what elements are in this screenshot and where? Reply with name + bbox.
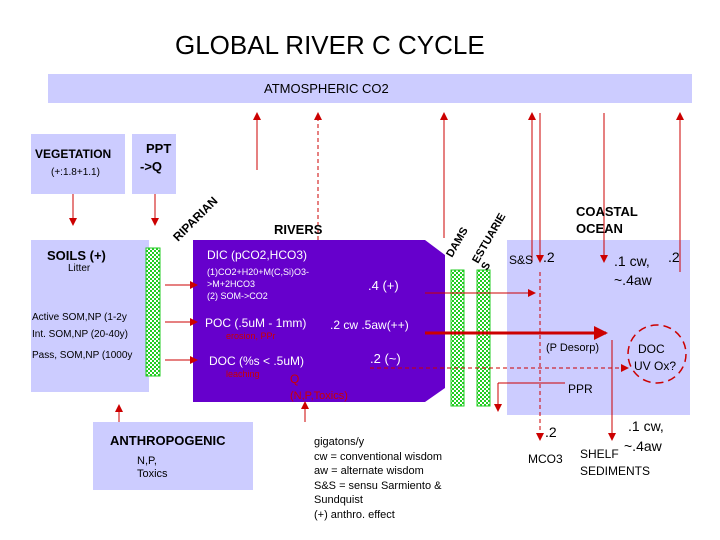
ppt-label: PPT <box>146 141 172 156</box>
q-sub-label: (N,P,Toxics) <box>290 390 348 402</box>
estuaries-filter <box>476 269 491 407</box>
p-desorp-label: (P Desorp) <box>546 342 599 354</box>
anthropogenic-label: ANTHROPOGENIC <box>110 433 226 448</box>
ppt-box <box>132 134 176 194</box>
riparian-label: RIPARIAN <box>170 194 220 244</box>
page-title: GLOBAL RIVER C CYCLE <box>175 30 485 60</box>
riparian-filter <box>145 247 161 377</box>
ss-label: S&S <box>509 253 534 267</box>
legend-line-0: gigatons/y <box>314 436 365 448</box>
river-body <box>193 240 445 402</box>
shelf-aw-value: ~.4aw <box>624 438 662 454</box>
ppr-label: PPR <box>568 382 593 396</box>
legend-line-4: Sundquist <box>314 494 363 506</box>
soils-intermediate: Int. SOM,NP (20-40y) <box>32 329 128 340</box>
soils-label: SOILS (+) <box>47 248 106 263</box>
sediments-label: SEDIMENTS <box>580 464 651 478</box>
leaching-label: leaching <box>226 369 260 379</box>
mco3-value: .2 <box>545 424 557 440</box>
erosion-label: erosion, PPr <box>226 331 276 341</box>
dams-filter <box>450 269 465 407</box>
anthropogenic-toxics: Toxics <box>137 468 168 480</box>
anthropogenic-np: N,P, <box>137 455 157 467</box>
dic-label: DIC (pCO2,HCO3) <box>207 248 308 262</box>
estuaries-label-1: ESTUARIE <box>470 211 508 265</box>
ocean-right-value: .2 <box>668 249 680 265</box>
reaction-2: (2) SOM->CO2 <box>207 291 268 301</box>
poc-flux: .2 cw .5aw(++) <box>330 318 409 332</box>
vegetation-value: (+:1.8+1.1) <box>51 167 100 178</box>
atmosphere-box <box>48 74 692 103</box>
doc-flux: .2 (~) <box>370 351 401 366</box>
doc-uv-ox-circle <box>627 324 687 384</box>
vegetation-box <box>31 134 125 194</box>
ss-value: .2 <box>543 249 555 265</box>
ppt-q-label: ->Q <box>140 159 163 174</box>
ocean-cw-value: .1 cw, <box>614 253 650 269</box>
rivers-label: RIVERS <box>274 222 323 237</box>
atmosphere-label: ATMOSPHERIC CO2 <box>264 81 389 96</box>
ocean-aw-value: ~.4aw <box>614 272 652 288</box>
dams-label: DAMS <box>444 225 471 259</box>
dic-flux: .4 (+) <box>368 278 399 293</box>
ocean-label: OCEAN <box>576 221 623 236</box>
reaction-1b: >M+2HCO3 <box>207 279 256 289</box>
doc-ox-label: DOC <box>638 342 665 356</box>
soils-litter: Litter <box>68 263 91 274</box>
doc-label: DOC (%s < .5uM) <box>209 354 305 368</box>
uv-ox-label: UV Ox? <box>634 359 677 373</box>
q-label: Q <box>290 372 300 386</box>
poc-label: POC (.5uM - 1mm) <box>205 316 307 330</box>
vegetation-label: VEGETATION <box>35 147 112 161</box>
mco3-label: MCO3 <box>528 452 563 466</box>
shelf-label: SHELF <box>580 447 619 461</box>
legend-line-2: aw = alternate wisdom <box>314 465 424 477</box>
shelf-cw-value: .1 cw, <box>628 418 664 434</box>
soils-passive: Pass, SOM,NP (1000y <box>32 350 133 361</box>
legend-line-5: (+) anthro. effect <box>314 509 395 521</box>
reaction-1a: (1)CO2+H20+M(C,Si)O3- <box>207 267 310 277</box>
soils-active: Active SOM,NP (1-2y <box>32 312 127 323</box>
soils-box <box>31 240 149 392</box>
legend-line-3: S&S = sensu Sarmiento & <box>314 480 442 492</box>
coastal-label: COASTAL <box>576 204 638 219</box>
legend-line-1: cw = conventional wisdom <box>314 451 443 463</box>
anthropogenic-box <box>93 422 253 490</box>
